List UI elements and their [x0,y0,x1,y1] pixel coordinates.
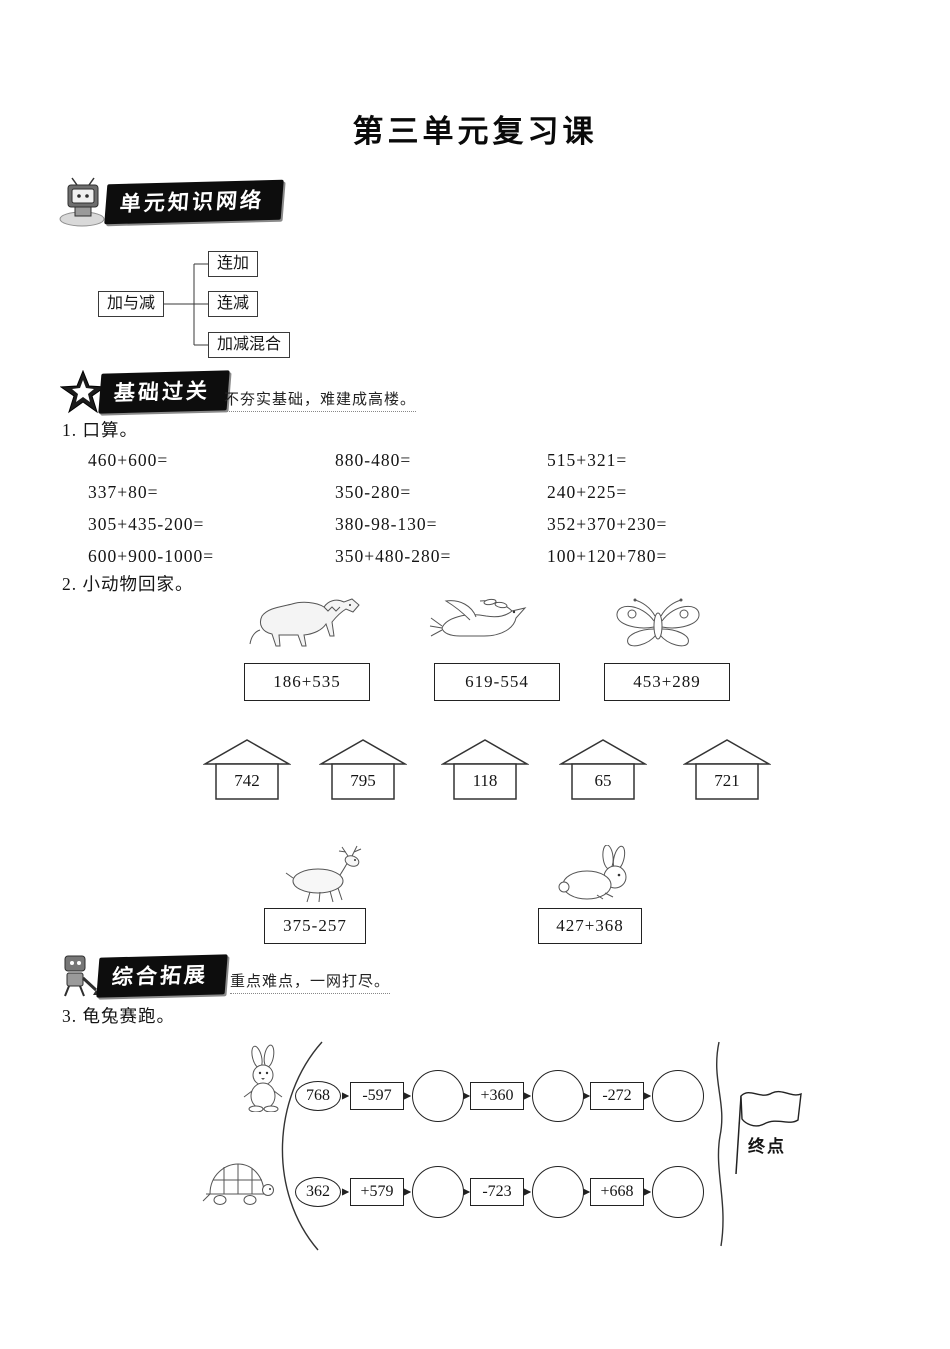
section-knowledge-title: 单元知识网络 [104,179,284,225]
section-basic-subtitle: 不夯实基础，难建成高楼。 [224,388,417,412]
expression-card: 186+535 [244,663,370,701]
section-extension-badge: 综合拓展 [56,952,228,1000]
finish-label: 终点 [748,1137,786,1156]
answer-circle [532,1166,584,1218]
math-problem: 305+435-200= [88,514,205,534]
race-rabbit-image [238,1044,290,1117]
answer-circle [412,1166,464,1218]
q1-problem-grid: 460+600= 880-480= 515+321= 337+80= 350-2… [88,450,828,566]
race-operation: +668 [590,1178,644,1206]
math-problem: 515+321= [547,450,628,470]
race-operation: -272 [590,1082,644,1110]
math-problem: 350-280= [335,482,412,502]
section-extension-subtitle: 重点难点，一网打尽。 [230,970,391,994]
house-shape [318,739,408,800]
math-problem: 100+120+780= [547,546,668,566]
race-operation: -597 [350,1082,404,1110]
house-number: 65 [594,771,612,790]
butterfly-image [612,594,704,655]
dove-image [428,596,533,653]
answer-circle [652,1166,704,1218]
question2-label: 2. 小动物回家。 [62,574,194,594]
house-number: 118 [472,771,498,790]
answer-circle [652,1070,704,1122]
house-card: 65 [558,737,648,801]
math-problem: 380-98-130= [335,514,438,534]
house-shape [202,739,292,800]
section-basic-title: 基础过关 [98,370,230,414]
expression-card: 375-257 [264,908,366,944]
deer-image [276,845,368,908]
horse-image [246,590,361,653]
rabbit-image [553,844,648,906]
house-shape [440,739,530,800]
house-card: 795 [318,737,408,801]
house-card: 742 [202,737,292,801]
section-basic-badge: 基础过关 [60,370,230,414]
section-knowledge-badge: 单元知识网络 [58,176,284,228]
house-card: 118 [440,737,530,801]
race-operation: -723 [470,1178,524,1206]
math-problem: 350+480-280= [335,546,452,566]
page-title: 第三单元复习课 [352,114,598,149]
house-shape [558,739,648,800]
question3-label: 3. 龟兔赛跑。 [62,1006,175,1026]
math-problem: 600+900-1000= [88,546,215,566]
expression-card: 427+368 [538,908,642,944]
turtle-start-value: 362 [295,1177,341,1207]
robot-pencil-icon [64,955,101,997]
math-problem: 460+600= [88,450,169,470]
race-diagram: 768 -597 +360 -272 362 +579 -723 +668 终点 [0,1040,950,1290]
house-number: 795 [350,771,376,790]
section-extension-title: 综合拓展 [96,954,228,998]
question1-label: 1. 口算。 [62,420,138,440]
race-turtle-image [200,1158,274,1215]
math-problem: 352+370+230= [547,514,668,534]
diagram-child-node: 连减 [208,291,259,317]
answer-circle [412,1070,464,1122]
knowledge-diagram: 加与减 连加 连减 加减混合 [98,246,378,370]
math-problem: 337+80= [88,482,159,502]
race-track-lines [281,1041,802,1251]
expression-card: 453+289 [604,663,730,701]
diagram-child-node: 加减混合 [208,332,291,358]
math-problem: 240+225= [547,482,628,502]
race-operation: +360 [470,1082,524,1110]
house-card: 721 [682,737,772,801]
answer-circle [532,1070,584,1122]
diagram-root-node: 加与减 [98,291,165,317]
rabbit-start-value: 768 [295,1081,341,1111]
math-problem: 880-480= [335,450,412,470]
house-number: 721 [714,771,740,790]
expression-card: 619-554 [434,663,560,701]
diagram-child-node: 连加 [208,251,259,277]
robot-tv-icon [59,177,105,227]
house-number: 742 [234,771,260,790]
race-operation: +579 [350,1178,404,1206]
house-shape [682,739,772,800]
